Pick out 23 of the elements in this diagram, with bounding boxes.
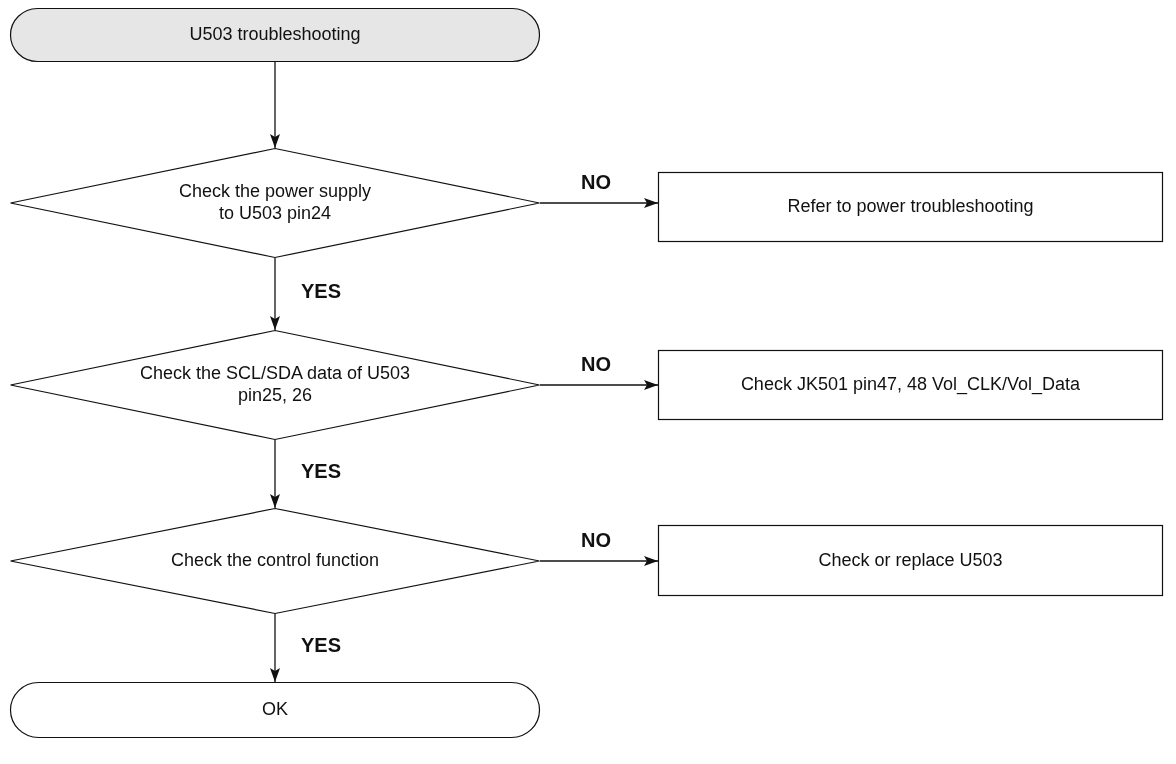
process-box bbox=[658, 172, 1163, 242]
arrow bbox=[539, 556, 659, 566]
arrow bbox=[270, 439, 280, 509]
arrow bbox=[270, 61, 280, 149]
decision-diamond bbox=[10, 148, 540, 258]
terminator-shape bbox=[10, 682, 540, 738]
node-text: Check or replace U503 bbox=[818, 549, 1003, 572]
node-text: OK bbox=[262, 699, 288, 721]
node-text: U503 troubleshooting bbox=[189, 24, 361, 46]
process-box bbox=[658, 525, 1163, 596]
decision-diamond bbox=[10, 330, 540, 440]
process-box bbox=[658, 350, 1163, 420]
node-text: Check the SCL/SDA data of U503 pin25, 26 bbox=[138, 363, 412, 407]
terminator-shape bbox=[10, 8, 540, 62]
node-text: Check the control function bbox=[170, 550, 380, 572]
decision-diamond bbox=[10, 508, 540, 614]
node-text: Refer to power troubleshooting bbox=[787, 196, 1034, 218]
arrow bbox=[539, 198, 659, 208]
arrow bbox=[270, 613, 280, 683]
node-text: Check JK501 pin47, 48 Vol_CLK/Vol_Data bbox=[740, 374, 1081, 396]
arrow bbox=[270, 257, 280, 331]
node-text: Check the power supply to U503 pin24 bbox=[177, 181, 373, 225]
arrow bbox=[539, 380, 659, 390]
